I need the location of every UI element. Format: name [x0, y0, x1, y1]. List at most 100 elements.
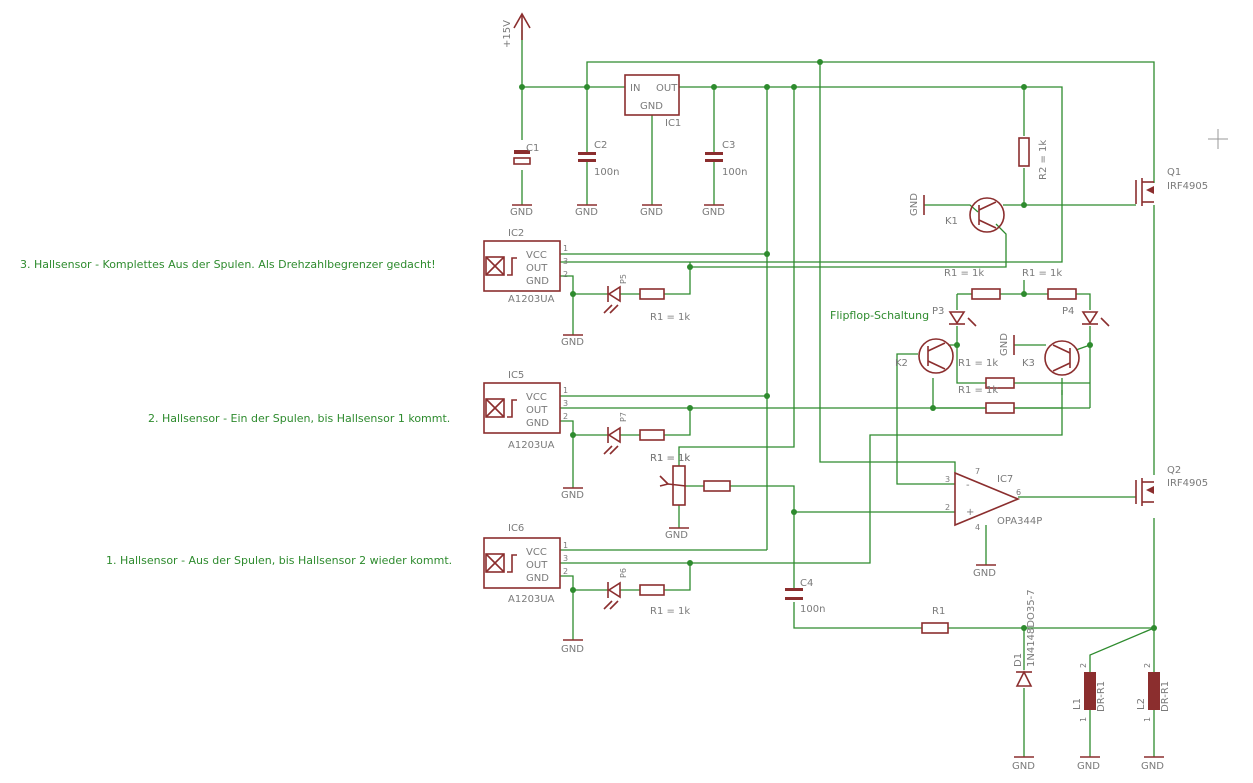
diode-d1: D1 1N4148DO35-7 — [1013, 589, 1037, 687]
svg-text:3: 3 — [563, 257, 568, 266]
crosshair-cursor-icon — [1208, 129, 1228, 149]
svg-text:R1 = 1k: R1 = 1k — [650, 453, 690, 464]
svg-text:3: 3 — [563, 554, 568, 563]
svg-text:Q2: Q2 — [1167, 465, 1181, 476]
wires — [521, 30, 1155, 757]
potentiometer: R1 = 1k — [650, 453, 690, 506]
svg-text:6: 6 — [1016, 488, 1021, 497]
svg-text:R1 = 1k: R1 = 1k — [650, 312, 690, 323]
svg-text:DR-R1: DR-R1 — [1160, 681, 1171, 712]
capacitor-c3: C3 100n — [705, 140, 747, 178]
svg-text:Q1: Q1 — [1167, 167, 1181, 178]
svg-text:OUT: OUT — [526, 263, 548, 274]
svg-text:IC2: IC2 — [508, 228, 524, 239]
reg-pin-gnd: GND — [640, 101, 663, 112]
svg-text:L1: L1 — [1072, 698, 1083, 710]
hall-sensor-ic6: IC6 VCC OUT GND 1 3 2 A1203UA — [483, 523, 568, 605]
svg-text:100n: 100n — [594, 167, 619, 178]
svg-text:GND: GND — [665, 530, 688, 541]
svg-text:P6: P6 — [619, 568, 628, 578]
svg-text:R1 = 1k: R1 = 1k — [1022, 268, 1062, 279]
svg-text:D1: D1 — [1013, 653, 1024, 667]
svg-text:OUT: OUT — [526, 405, 548, 416]
svg-text:GND: GND — [561, 644, 584, 655]
supply-15v-symbol: +15V — [502, 12, 531, 48]
svg-text:A1203UA: A1203UA — [508, 594, 555, 605]
transistor-k1: K1 — [945, 197, 1005, 233]
capacitor-c1: C1 — [513, 143, 539, 165]
svg-text:1: 1 — [563, 541, 568, 550]
resistors: R1 = 1k R1 = 1k R1 = 1k R2 = 1k R1 = 1k … — [639, 137, 1077, 634]
svg-text:1: 1 — [563, 386, 568, 395]
svg-text:GND: GND — [1077, 761, 1100, 772]
svg-text:1N4148DO35-7: 1N4148DO35-7 — [1026, 589, 1037, 667]
svg-text:DR-R1: DR-R1 — [1096, 681, 1107, 712]
svg-text:GND: GND — [526, 276, 549, 287]
svg-text:GND: GND — [909, 193, 920, 216]
svg-text:R1 = 1k: R1 = 1k — [958, 385, 998, 396]
mosfet-q1: Q1 IRF4905 — [1135, 167, 1208, 206]
svg-text:IC5: IC5 — [508, 370, 524, 381]
svg-text:C4: C4 — [800, 578, 813, 589]
gnd-symbols: GND GND GND GND GND GND GND GND GND GND … — [510, 193, 1164, 772]
hall-sensor-ic5: IC5 VCC OUT GND 1 3 2 A1203UA — [483, 370, 568, 451]
svg-text:1: 1 — [563, 244, 568, 253]
svg-text:GND: GND — [1141, 761, 1164, 772]
svg-text:P5: P5 — [619, 274, 628, 284]
svg-text:P4: P4 — [1062, 306, 1074, 317]
svg-text:R2 = 1k: R2 = 1k — [1038, 140, 1049, 180]
regulator-ic1: IN OUT GND IC1 — [624, 74, 681, 129]
svg-text:3: 3 — [945, 475, 950, 484]
svg-text:100n: 100n — [800, 604, 825, 615]
svg-text:K3: K3 — [1022, 358, 1035, 369]
svg-text:P7: P7 — [619, 412, 628, 422]
svg-text:GND: GND — [561, 490, 584, 501]
svg-text:2: 2 — [563, 270, 568, 279]
svg-text:IC7: IC7 — [997, 474, 1013, 485]
svg-text:GND: GND — [561, 337, 584, 348]
svg-text:R1 = 1k: R1 = 1k — [958, 358, 998, 369]
svg-text:VCC: VCC — [526, 547, 547, 558]
svg-text:GND: GND — [640, 207, 663, 218]
svg-text:GND: GND — [526, 418, 549, 429]
svg-text:A1203UA: A1203UA — [508, 440, 555, 451]
svg-text:VCC: VCC — [526, 392, 547, 403]
reg-pin-in: IN — [630, 83, 640, 94]
svg-text:GND: GND — [702, 207, 725, 218]
svg-text:C3: C3 — [722, 140, 735, 151]
led-p5: P5 — [603, 274, 628, 314]
svg-text:-: - — [966, 480, 970, 491]
svg-text:P3: P3 — [932, 306, 944, 317]
capacitor-c4: C4 100n — [785, 578, 825, 615]
svg-text:K2: K2 — [895, 358, 908, 369]
svg-text:7: 7 — [975, 467, 980, 476]
svg-text:4: 4 — [975, 523, 980, 532]
svg-text:A1203UA: A1203UA — [508, 294, 555, 305]
svg-text:IC6: IC6 — [508, 523, 524, 534]
note-hallsensor-1: 1. Hallsensor - Aus der Spulen, bis Hall… — [106, 554, 452, 567]
svg-text:GND: GND — [999, 333, 1010, 356]
svg-text:K1: K1 — [945, 216, 958, 227]
svg-text:2: 2 — [945, 503, 950, 512]
reg-pin-out: OUT — [656, 83, 678, 94]
svg-text:C1: C1 — [526, 143, 539, 154]
junction-dots — [519, 59, 1157, 631]
led-p7: P7 — [603, 412, 628, 455]
svg-text:C2: C2 — [594, 140, 607, 151]
led-p3: P3 — [932, 306, 977, 327]
svg-text:GND: GND — [510, 207, 533, 218]
note-hallsensor-3: 3. Hallsensor - Komplettes Aus der Spule… — [20, 258, 436, 271]
svg-text:+: + — [966, 507, 974, 518]
svg-text:VCC: VCC — [526, 250, 547, 261]
svg-text:GND: GND — [973, 568, 996, 579]
opamp-ic7: - + IC7 OPA344P 3 2 6 7 4 — [945, 467, 1042, 532]
svg-text:GND: GND — [1012, 761, 1035, 772]
svg-text:1: 1 — [1143, 717, 1152, 722]
transistor-k3: K3 — [1022, 340, 1080, 376]
svg-text:2: 2 — [563, 567, 568, 576]
led-p6: P6 — [603, 568, 628, 610]
svg-text:GND: GND — [526, 573, 549, 584]
svg-text:2: 2 — [1079, 663, 1088, 668]
svg-text:L2: L2 — [1136, 698, 1147, 710]
